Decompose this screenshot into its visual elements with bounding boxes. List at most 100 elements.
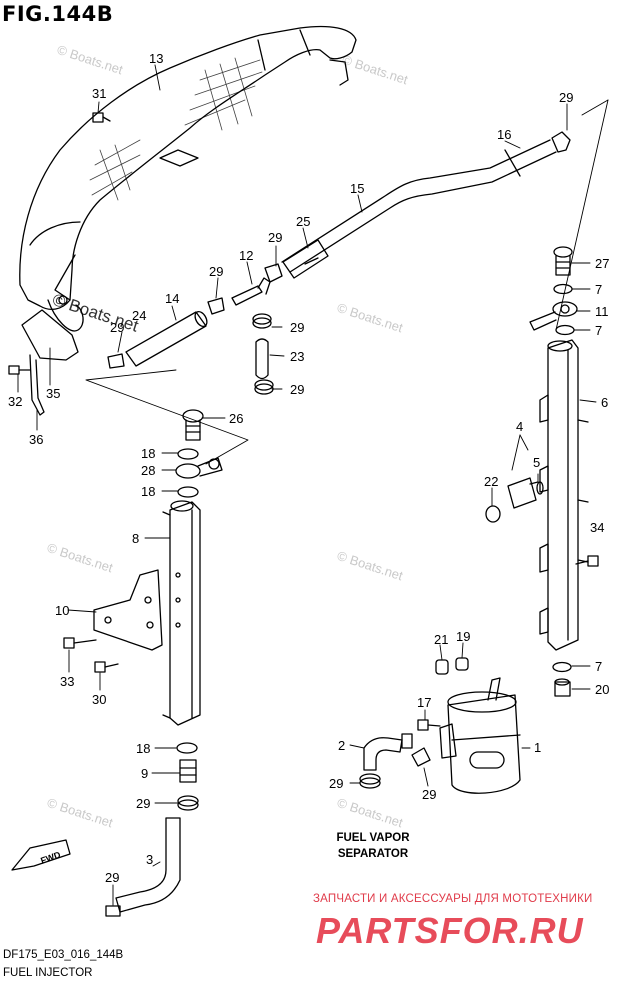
- callout-18: 18: [136, 741, 150, 756]
- callout-29: 29: [209, 264, 223, 279]
- banjo-bolt-part: [182, 409, 204, 441]
- diagram-caption: FUEL INJECTOR: [3, 967, 93, 979]
- callout-13: 13: [149, 51, 163, 66]
- callout-29: 29: [268, 230, 282, 245]
- seal-part: [485, 505, 501, 523]
- washer-part: [177, 448, 199, 460]
- bolt-part: [8, 365, 31, 375]
- delivery-pipe-part: [539, 339, 589, 651]
- callout-27: 27: [595, 256, 609, 271]
- banjo-bolt-part: [553, 246, 573, 276]
- callout-labels: 13 31 29 16 15 25 29 12 29 14 24 29 29 2…: [8, 51, 609, 885]
- callout-29: 29: [136, 796, 150, 811]
- callout-9: 9: [141, 766, 148, 781]
- o-ring-part: [536, 481, 544, 495]
- figure-title: FIG.144B: [2, 2, 114, 26]
- callout-1: 1: [534, 740, 541, 755]
- bolt-part: [63, 637, 97, 649]
- callout-29: 29: [422, 787, 436, 802]
- callout-24: 24: [132, 308, 146, 323]
- callout-29: 29: [105, 870, 119, 885]
- clamp-part: [401, 733, 413, 749]
- callout-15: 15: [350, 181, 364, 196]
- hose-part: [363, 737, 403, 771]
- callout-18: 18: [141, 446, 155, 461]
- callout-11: 11: [595, 304, 609, 319]
- callout-29: 29: [329, 776, 343, 791]
- clamp-part: [105, 905, 121, 917]
- callout-22: 22: [484, 474, 498, 489]
- brand-logo: PARTSFOR.RU: [316, 910, 584, 951]
- clamp-part: [252, 313, 272, 329]
- callout-35: 35: [46, 386, 60, 401]
- callout-32: 32: [8, 394, 22, 409]
- callout-19: 19: [456, 629, 470, 644]
- separator-label-line2: SEPARATOR: [337, 848, 409, 860]
- callout-20: 20: [595, 682, 609, 697]
- bracket-part: [93, 569, 163, 651]
- fuel-hose-part: [289, 151, 557, 273]
- bolt-part: [575, 555, 599, 567]
- joint-part: [231, 277, 271, 306]
- clamp-part: [551, 131, 571, 153]
- callout-26: 26: [229, 411, 243, 426]
- callout-7: 7: [595, 282, 602, 297]
- sleeve-part: [282, 239, 329, 279]
- callout-29: 29: [110, 320, 124, 335]
- callout-8: 8: [132, 531, 139, 546]
- callout-17: 17: [417, 695, 431, 710]
- callout-33: 33: [60, 674, 74, 689]
- callout-23: 23: [290, 349, 304, 364]
- callout-16: 16: [497, 127, 511, 142]
- clamp-part: [411, 747, 431, 767]
- callout-6: 6: [601, 395, 608, 410]
- banjo-part: [529, 301, 578, 331]
- clamp-part: [254, 379, 274, 395]
- washer-part: [552, 661, 572, 673]
- fuel-rail-part: [162, 500, 201, 726]
- bolt-part: [417, 719, 441, 731]
- clamp-part: [207, 297, 225, 315]
- injector-part: [507, 477, 539, 509]
- brand-tagline: ЗАПЧАСТИ И АКСЕССУАРЫ ДЛЯ МОТОТЕХНИКИ: [313, 893, 593, 905]
- plug-part: [554, 678, 571, 697]
- hose-part: [115, 817, 181, 913]
- bolt-part: [94, 661, 119, 673]
- fitting-part: [179, 759, 197, 783]
- grommet-part: [435, 659, 449, 675]
- washer-part: [553, 283, 573, 295]
- callout-29: 29: [290, 382, 304, 397]
- stay-part: [29, 354, 45, 416]
- banjo-part: [175, 457, 223, 479]
- hose-part: [255, 338, 269, 380]
- washer-part: [177, 486, 199, 498]
- fwd-arrow-icon: [11, 839, 71, 871]
- vapor-separator-part: [439, 677, 521, 794]
- callout-4: 4: [516, 419, 523, 434]
- callout-30: 30: [92, 692, 106, 707]
- callout-21: 21: [434, 632, 448, 647]
- clamp-part: [107, 353, 125, 369]
- callout-34: 34: [590, 520, 604, 535]
- clamp-part: [177, 795, 199, 811]
- clamp-part: [359, 773, 381, 789]
- callout-7: 7: [595, 659, 602, 674]
- intake-cover-part: [19, 25, 357, 332]
- washer-part: [176, 742, 198, 754]
- callout-3: 3: [146, 852, 153, 867]
- fwd-label: FWD: [39, 849, 62, 866]
- callout-14: 14: [165, 291, 179, 306]
- bracket-part: [21, 309, 79, 361]
- clamp-part: [264, 263, 283, 283]
- separator-label-line1: FUEL VAPOR: [336, 832, 410, 844]
- callout-5: 5: [533, 455, 540, 470]
- washer-part: [555, 324, 575, 336]
- grommet-part: [455, 657, 469, 671]
- callout-18: 18: [141, 484, 155, 499]
- callout-10: 10: [55, 603, 69, 618]
- callout-29: 29: [559, 90, 573, 105]
- diagram-code: DF175_E03_016_144B: [3, 949, 124, 961]
- callout-12: 12: [239, 248, 253, 263]
